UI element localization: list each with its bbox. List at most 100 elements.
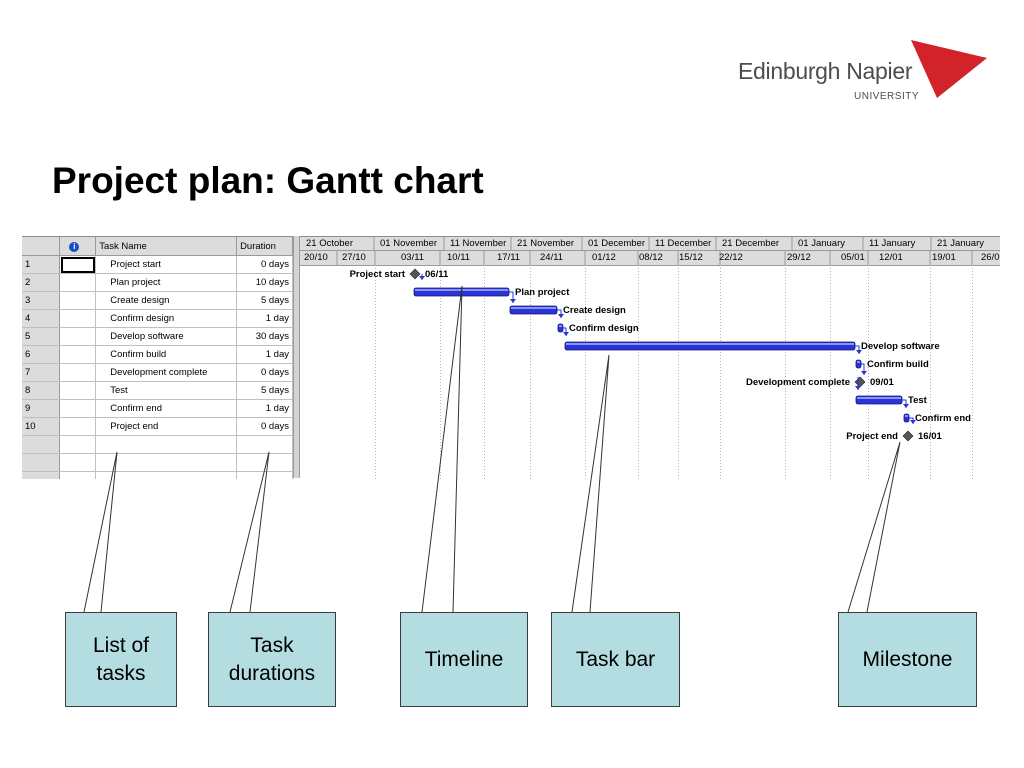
row-id[interactable]: 4: [22, 309, 61, 328]
callout-task-durations: Task durations: [208, 612, 336, 707]
row-id[interactable]: 7: [22, 363, 61, 382]
task-name-cell[interactable]: Project end: [95, 417, 238, 436]
task-bar-highlight: [905, 415, 908, 417]
task-name-cell[interactable]: Develop software: [95, 327, 238, 346]
task-name-cell[interactable]: Confirm design: [95, 309, 238, 328]
row-id[interactable]: 9: [22, 399, 61, 418]
row-id: [22, 453, 61, 472]
row-indicator-cell[interactable]: [59, 381, 97, 400]
task-bar-label: Plan project: [515, 287, 570, 298]
task-duration-cell[interactable]: 10 days: [236, 273, 293, 292]
row-indicator-cell[interactable]: [59, 417, 97, 436]
duration-header[interactable]: Duration: [236, 237, 293, 256]
task-name-cell[interactable]: Project start: [95, 255, 238, 274]
task-duration-cell[interactable]: 1 day: [236, 345, 293, 364]
empty-cell[interactable]: [59, 453, 97, 472]
minor-scale-label: 10/11: [447, 252, 471, 263]
row-id[interactable]: 5: [22, 327, 61, 346]
row-indicator-cell[interactable]: [59, 345, 97, 364]
empty-cell[interactable]: [236, 471, 293, 479]
minor-scale-label: 15/12: [679, 252, 703, 263]
row-id: [22, 471, 61, 479]
row-id[interactable]: 6: [22, 345, 61, 364]
row-indicator-cell[interactable]: [59, 399, 97, 418]
task-duration-cell[interactable]: 5 days: [236, 381, 293, 400]
task-duration-cell[interactable]: 0 days: [236, 255, 293, 274]
row-id[interactable]: 1: [22, 255, 61, 274]
row-indicator-cell[interactable]: [59, 273, 97, 292]
task-name-cell[interactable]: Plan project: [95, 273, 238, 292]
milestone-diamond[interactable]: [902, 430, 914, 442]
row-indicator-cell[interactable]: [59, 291, 97, 310]
minor-scale-label: 20/10: [304, 252, 328, 263]
empty-row[interactable]: [22, 453, 293, 472]
row-indicator-cell[interactable]: [59, 327, 97, 346]
row-indicator-cell[interactable]: [59, 255, 97, 274]
task-bar-highlight: [511, 307, 556, 309]
minor-scale-label: 08/12: [639, 252, 663, 263]
row-id[interactable]: 8: [22, 381, 61, 400]
callout-task-bar: Task bar: [551, 612, 680, 707]
empty-row[interactable]: [22, 435, 293, 454]
milestone-diamond[interactable]: [854, 376, 866, 388]
task-name-cell[interactable]: Test: [95, 381, 238, 400]
logo-triangle-icon: [911, 40, 987, 98]
minor-scale-label: 01/12: [592, 252, 616, 263]
university-logo: Edinburgh Napier UNIVERSITY: [738, 38, 988, 108]
milestone-label: Development complete: [746, 377, 850, 388]
empty-cell[interactable]: [59, 471, 97, 479]
dependency-arrowhead: [856, 350, 862, 354]
slide-title: Project plan: Gantt chart: [52, 160, 484, 201]
empty-cell[interactable]: [236, 453, 293, 472]
callout-milestone-text: Milestone: [862, 647, 953, 671]
empty-cell[interactable]: [95, 453, 238, 472]
empty-cell[interactable]: [95, 435, 238, 454]
task-duration-cell[interactable]: 1 day: [236, 399, 293, 418]
task-name-cell[interactable]: Create design: [95, 291, 238, 310]
milestone-date-label: 16/01: [918, 431, 942, 442]
task-name-header[interactable]: Task Name: [95, 237, 238, 256]
dependency-arrowhead: [910, 420, 916, 424]
row-indicator-cell[interactable]: [59, 363, 97, 382]
task-duration-cell[interactable]: 0 days: [236, 363, 293, 382]
pane-splitter[interactable]: [293, 236, 300, 478]
task-name-cell[interactable]: Development complete: [95, 363, 238, 382]
empty-cell[interactable]: [95, 471, 238, 479]
empty-cell[interactable]: [236, 435, 293, 454]
major-scale-label: 01 January: [798, 238, 846, 249]
task-name-cell[interactable]: Confirm build: [95, 345, 238, 364]
row-id[interactable]: 3: [22, 291, 61, 310]
minor-scale-label: 27/10: [342, 252, 366, 263]
row-indicator-cell[interactable]: [59, 309, 97, 328]
task-duration-cell[interactable]: 30 days: [236, 327, 293, 346]
dependency-arrowhead: [558, 314, 564, 318]
timescale-lines: [300, 237, 1000, 265]
milestone-date-label: 06/11: [425, 269, 449, 280]
callout-list-of-tasks: List of tasks: [65, 612, 177, 707]
row-id[interactable]: 10: [22, 417, 61, 436]
task-duration-cell[interactable]: 5 days: [236, 291, 293, 310]
row-id[interactable]: 2: [22, 273, 61, 292]
task-bar-label: Confirm design: [569, 323, 639, 334]
task-name-cell[interactable]: Confirm end: [95, 399, 238, 418]
empty-row[interactable]: [22, 471, 293, 479]
milestone-diamond[interactable]: [409, 268, 421, 280]
empty-cell[interactable]: [59, 435, 97, 454]
info-column-header[interactable]: i: [59, 237, 97, 256]
task-duration-cell[interactable]: 1 day: [236, 309, 293, 328]
callout-list-of-tasks-text: List of tasks: [92, 634, 150, 685]
task-duration-cell[interactable]: 0 days: [236, 417, 293, 436]
milestone-label: Project end: [846, 431, 898, 442]
